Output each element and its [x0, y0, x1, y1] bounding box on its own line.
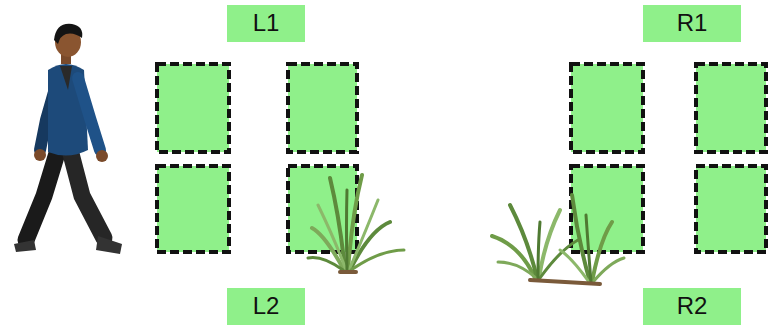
spot [571, 166, 643, 252]
spot-label: R1 [643, 5, 741, 42]
label-text: R1 [677, 10, 708, 36]
spot-label: R2 [643, 288, 741, 325]
spot [288, 64, 357, 152]
spot [696, 166, 766, 252]
grass-clump [308, 175, 404, 272]
spot [696, 64, 766, 152]
label-text: R2 [677, 293, 708, 319]
grass-clump [492, 195, 624, 284]
spot [157, 64, 229, 152]
spot-label: L1 [227, 5, 305, 42]
parking-spots [157, 64, 766, 252]
walking-person [14, 24, 122, 254]
spot [157, 166, 229, 252]
spot-label: L2 [227, 288, 305, 325]
spot [571, 64, 643, 152]
label-text: L2 [253, 293, 280, 319]
label-text: L1 [253, 10, 280, 36]
